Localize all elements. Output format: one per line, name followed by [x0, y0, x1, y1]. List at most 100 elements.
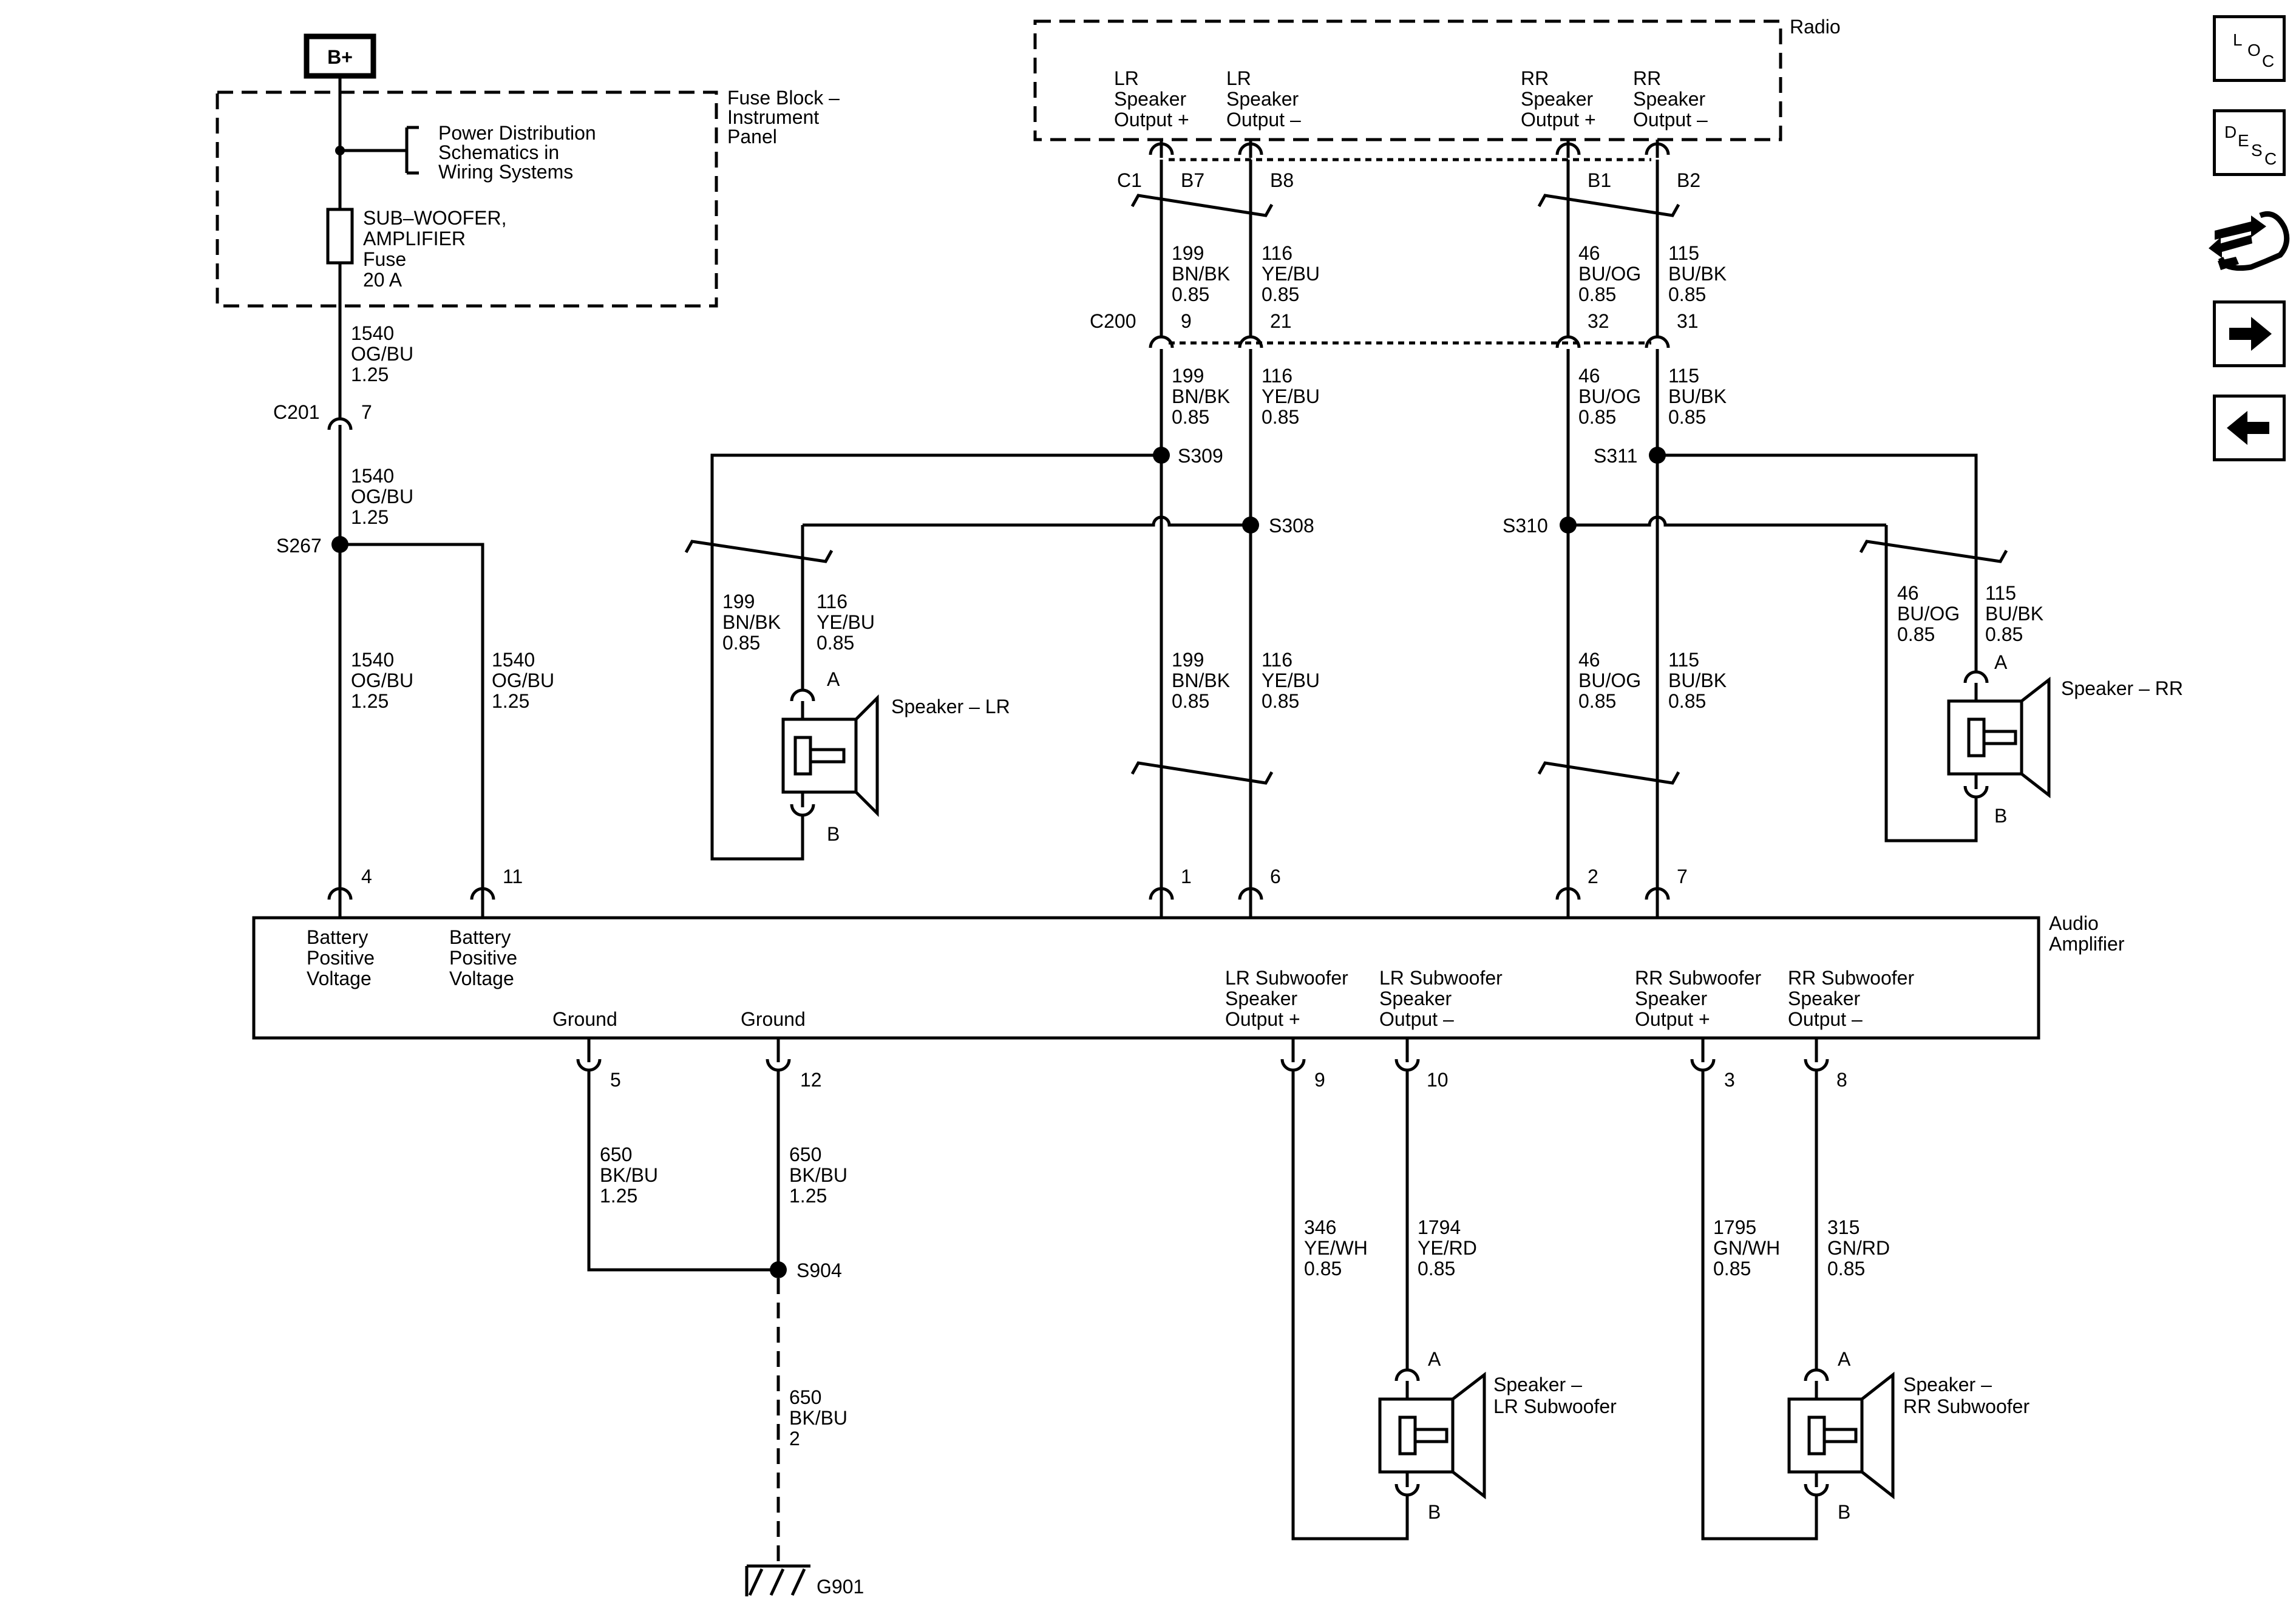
wire-1540-mid-circuit: 1540	[351, 465, 394, 487]
wire-199-d-gauge: 0.85	[722, 632, 760, 654]
amp-battery-1-b: Positive	[307, 947, 375, 969]
loc-letter-l: L	[2233, 30, 2243, 49]
amp-pin-10-label: 10	[1427, 1069, 1449, 1091]
s310-label: S310	[1503, 515, 1548, 537]
amp-lr-sub-neg-2: Speaker	[1379, 988, 1452, 1009]
twist-mark-speaker-rr	[1859, 540, 2008, 563]
radio-lr-neg-3: Output –	[1226, 109, 1301, 131]
fuse-symbol	[326, 208, 354, 265]
fuse-block-title-2: Instrument	[727, 106, 819, 128]
amp-pin-8-label: 8	[1836, 1069, 1847, 1091]
wire-199-b-gauge: 0.85	[1172, 406, 1209, 428]
amp-pin-5-label: 5	[610, 1069, 621, 1091]
amp-battery-2-a: Battery	[449, 926, 511, 948]
wire-199-a-circuit: 199	[1172, 242, 1204, 264]
twist-mark-lr-lower	[1130, 761, 1274, 785]
pin-b8-label: B8	[1270, 169, 1294, 191]
c200-pin-31-label: 31	[1677, 310, 1699, 332]
loc-button[interactable]: L O C	[2213, 15, 2286, 82]
fuse-block-title-3: Panel	[727, 126, 777, 147]
power-dist-text-3: Wiring Systems	[438, 161, 573, 183]
amp-pin-8	[1804, 1059, 1829, 1072]
amp-battery-2-b: Positive	[449, 947, 517, 969]
wire-115-a-color: BU/BK	[1668, 263, 1727, 285]
radio-lr-pos-2: Speaker	[1114, 88, 1187, 110]
fuse-name-2: AMPLIFIER	[363, 228, 466, 249]
speaker-lr-sub-label-1: Speaker –	[1493, 1374, 1582, 1395]
wire-1540-upper-color: OG/BU	[351, 343, 413, 365]
wire-116-d-color: YE/BU	[817, 611, 875, 633]
amp-pin-12	[766, 1059, 791, 1072]
wire-116-a-circuit: 116	[1262, 242, 1292, 264]
amp-pin-5	[576, 1059, 602, 1072]
speaker-lr-subwoofer-icon	[1378, 1368, 1486, 1500]
wire-116-a-gauge: 0.85	[1262, 283, 1299, 305]
wire-199-b-color: BN/BK	[1172, 385, 1230, 407]
connector-tool-button[interactable]	[2209, 203, 2291, 276]
wire-1795-color: GN/WH	[1713, 1237, 1780, 1259]
amp-pin-12-label: 12	[800, 1069, 822, 1091]
wire-46-a-color: BU/OG	[1578, 263, 1641, 285]
radio-title: Radio	[1790, 16, 1841, 38]
radio-rr-pos-3: Output +	[1521, 109, 1596, 131]
radio-rr-neg-1: RR	[1633, 67, 1661, 89]
radio-rr-pos-2: Speaker	[1521, 88, 1594, 110]
desc-button[interactable]: D E S C	[2213, 109, 2286, 176]
wire-1540-mid-gauge: 1.25	[351, 506, 389, 528]
back-button[interactable]	[2213, 395, 2286, 461]
c200-pin-21-label: 21	[1270, 310, 1292, 332]
bplus-label: B+	[327, 46, 353, 68]
wire-199-a-color: BN/BK	[1172, 263, 1230, 285]
wire-199-c-gauge: 0.85	[1172, 690, 1209, 712]
wire-116-c-color: YE/BU	[1262, 670, 1320, 691]
wire-346-circuit: 346	[1304, 1216, 1336, 1238]
fuse-rating: 20 A	[363, 269, 402, 291]
radio-lr-neg-2: Speaker	[1226, 88, 1299, 110]
wire-1540-mid-color: OG/BU	[351, 486, 413, 507]
power-dist-text-1: Power Distribution	[438, 122, 596, 144]
fuse-block-outline	[216, 90, 718, 308]
wire-1795-circuit: 1795	[1713, 1216, 1756, 1238]
desc-icon: D E S C	[2224, 123, 2277, 168]
loc-letter-c: C	[2262, 52, 2274, 70]
wire-115-a-circuit: 115	[1668, 242, 1699, 264]
speaker-rr-sub-pin-a: A	[1838, 1348, 1851, 1370]
amp-rr-sub-neg-2: Speaker	[1788, 988, 1861, 1009]
wire-199-d-circuit: 199	[722, 591, 755, 612]
twist-mark-lr-upper	[1130, 194, 1274, 217]
wire-116-a-color: YE/BU	[1262, 263, 1320, 285]
speaker-rr-label: Speaker – RR	[2061, 677, 2183, 699]
amp-pin-2-label: 2	[1588, 866, 1598, 887]
s309-label: S309	[1178, 445, 1223, 467]
wire-199-a-gauge: 0.85	[1172, 283, 1209, 305]
twist-mark-speaker-lr	[684, 540, 834, 563]
speaker-rr-pin-a: A	[1994, 651, 2008, 673]
wire-115-d-circuit: 115	[1985, 582, 2016, 604]
speaker-rr-sub-label-2: RR Subwoofer	[1903, 1395, 2029, 1417]
wire-199-speaker-lr	[710, 453, 1161, 861]
radio-lr-pos-3: Output +	[1114, 109, 1189, 131]
wire-346-color: YE/WH	[1304, 1237, 1368, 1259]
amp-ground-2: Ground	[741, 1008, 806, 1030]
next-button[interactable]	[2213, 300, 2286, 367]
wire-116-d-circuit: 116	[817, 591, 847, 612]
amp-lr-sub-pos-1: LR Subwoofer	[1225, 967, 1348, 989]
wire-crossover-s310	[1568, 515, 1886, 527]
amp-pin-3-label: 3	[1724, 1069, 1735, 1091]
speaker-rr-icon	[1947, 670, 2051, 799]
connector-c201-pin	[327, 417, 353, 430]
wire-115-c-color: BU/BK	[1668, 670, 1727, 691]
wire-46-d-gauge: 0.85	[1897, 623, 1935, 645]
wire-115-b-color: BU/BK	[1668, 385, 1727, 407]
twist-mark-rr-lower	[1537, 761, 1680, 785]
wire-199-c-color: BN/BK	[1172, 670, 1230, 691]
wire-1794-color: YE/RD	[1418, 1237, 1477, 1259]
wire-346-gauge: 0.85	[1304, 1258, 1342, 1280]
speaker-rr-pin-b: B	[1994, 805, 2007, 827]
wire-199-d-color: BN/BK	[722, 611, 781, 633]
wire-199-b-circuit: 199	[1172, 365, 1204, 387]
wire-115-c-circuit: 115	[1668, 649, 1699, 671]
wire-46-b-color: BU/OG	[1578, 385, 1641, 407]
amp-pin-3	[1690, 1059, 1716, 1072]
radio-rr-neg-2: Speaker	[1633, 88, 1706, 110]
